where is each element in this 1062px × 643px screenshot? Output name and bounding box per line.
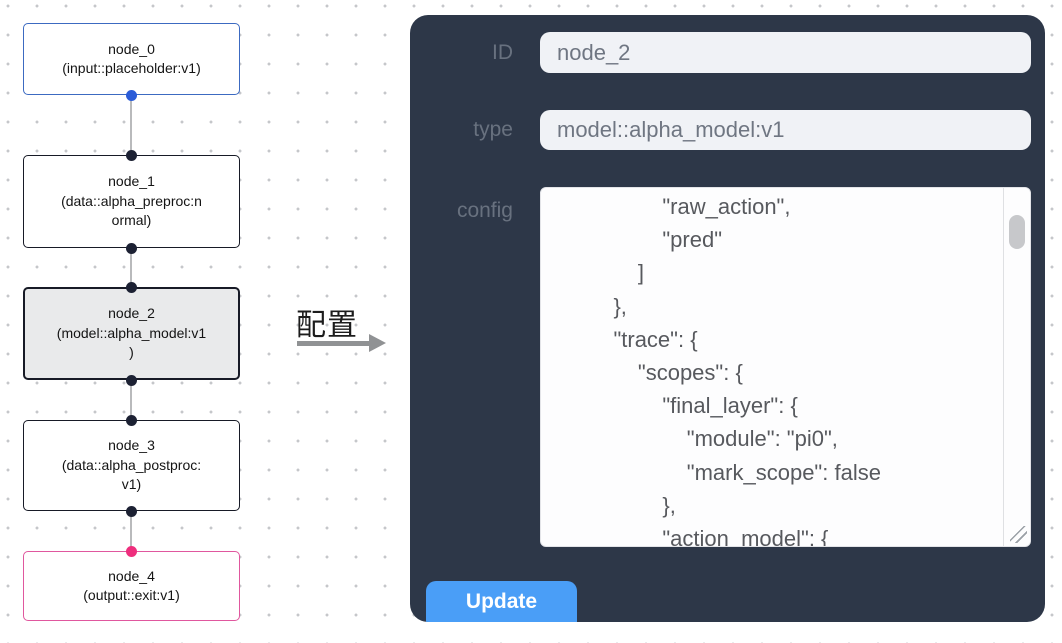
node-type-text: ) [129, 344, 134, 361]
port-handle-node3-out[interactable] [126, 506, 137, 517]
scrollbar-thumb[interactable] [1009, 215, 1025, 249]
edge-node2-node3 [130, 380, 132, 424]
graph-node-node_4[interactable]: node_4 (output::exit:v1) [23, 551, 240, 621]
node-type-text: v1) [121, 476, 142, 493]
type-field-label: type [473, 118, 513, 141]
update-button[interactable]: Update [426, 581, 577, 622]
node-type-text: (data::alpha_preproc:n [61, 192, 202, 209]
node-label: node_0 [108, 40, 155, 57]
vertical-scrollbar[interactable] [1003, 188, 1030, 546]
node-label: node_4 [108, 567, 155, 584]
edge-node1-node2 [130, 248, 132, 291]
graph-node-node_0[interactable]: node_0 (input::placeholder:v1) [23, 23, 240, 95]
config-field-label: config [456, 199, 513, 222]
port-handle-node2-in[interactable] [126, 282, 137, 293]
edge-node0-node1 [130, 95, 132, 159]
port-handle-node1-in[interactable] [126, 150, 137, 161]
graph-node-node_3[interactable]: node_3 (data::alpha_postproc: v1) [23, 420, 240, 511]
type-input[interactable]: model::alpha_model:v1 [540, 110, 1031, 150]
node-type-text: (data::alpha_postproc: [61, 456, 202, 473]
port-handle-node4-in[interactable] [126, 546, 137, 557]
id-input[interactable]: node_2 [540, 32, 1031, 73]
node-type-text: (output::exit:v1) [83, 587, 180, 603]
port-handle-node3-in[interactable] [126, 415, 137, 426]
port-handle-node2-out[interactable] [126, 375, 137, 386]
node-type-text: (input::placeholder:v1) [62, 60, 201, 76]
resize-handle-icon[interactable] [1010, 526, 1027, 543]
node-label: node_3 [108, 437, 155, 454]
config-arrow-label: 配置 [296, 309, 358, 342]
config-arrow-head-icon [369, 334, 386, 352]
config-arrow [297, 341, 369, 346]
node-label: node_1 [108, 173, 155, 190]
port-handle-node1-out[interactable] [126, 243, 137, 254]
config-json-text: "raw_action", "pred" ] }, "trace": { "sc… [613, 194, 881, 546]
config-panel: ID node_2 type model::alpha_model:v1 con… [410, 15, 1045, 622]
id-field-label: ID [492, 41, 513, 64]
node-type-text: ormal) [111, 212, 152, 229]
graph-node-node_2-selected[interactable]: node_2 (model::alpha_model:v1 ) [23, 287, 240, 380]
edge-node3-node4 [130, 511, 132, 555]
node-label: node_2 [108, 305, 155, 322]
graph-node-node_1[interactable]: node_1 (data::alpha_preproc:n ormal) [23, 155, 240, 248]
node-type-text: (model::alpha_model:v1 [56, 324, 207, 341]
config-textarea[interactable]: "raw_action", "pred" ] }, "trace": { "sc… [540, 187, 1031, 547]
port-handle-node0-out[interactable] [126, 90, 137, 101]
